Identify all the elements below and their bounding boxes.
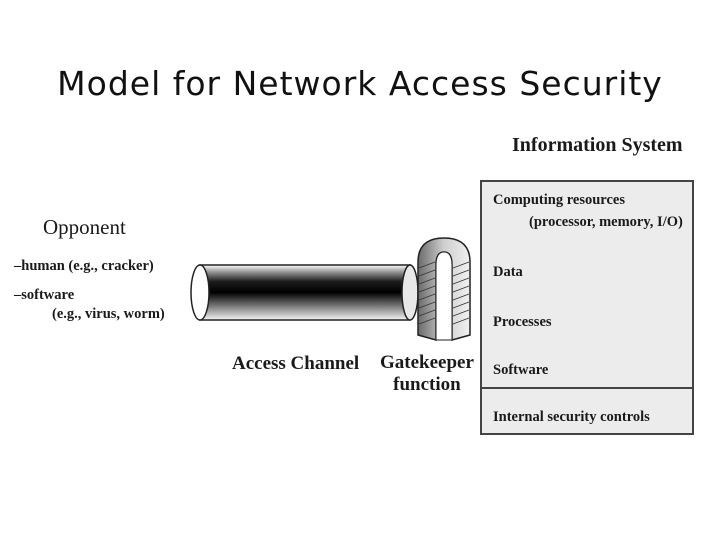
- resource-computing: Computing resources: [493, 192, 625, 208]
- resource-processes: Processes: [493, 314, 552, 330]
- opponent-item-human: –human (e.g., cracker): [14, 258, 154, 275]
- gatekeeper-hatch: [418, 261, 470, 325]
- cylinder-right-end: [401, 264, 419, 321]
- gatekeeper-label: Gatekeeper function: [380, 352, 474, 396]
- access-channel-label: Access Channel: [232, 353, 360, 374]
- resource-data: Data: [493, 264, 523, 280]
- gatekeeper-label-line1: Gatekeeper: [380, 352, 474, 373]
- opponent-software-detail: (e.g., virus, worm): [52, 306, 165, 322]
- controls-divider: [482, 387, 692, 389]
- information-system-heading: Information System: [512, 134, 683, 156]
- gatekeeper-shield: [417, 237, 471, 341]
- gatekeeper-label-line2: function: [393, 374, 461, 395]
- internal-security-controls: Internal security controls: [493, 409, 650, 425]
- cylinder-body: [199, 264, 411, 321]
- cylinder-left-end: [190, 264, 210, 321]
- dash-bullet: –: [14, 258, 22, 274]
- resource-computing-detail: (processor, memory, I/O): [529, 214, 683, 230]
- slide-title: Model for Network Access Security: [57, 64, 663, 103]
- opponent-item-text: software: [21, 287, 75, 303]
- dash-bullet: –: [14, 287, 22, 303]
- opponent-item-text: human (e.g., cracker): [21, 258, 154, 274]
- opponent-item-software: –software: [14, 287, 74, 304]
- resource-software: Software: [493, 362, 549, 378]
- opponent-heading: Opponent: [43, 215, 126, 239]
- information-system-box: Computing resources (processor, memory, …: [480, 180, 694, 435]
- access-channel-cylinder: [190, 264, 419, 321]
